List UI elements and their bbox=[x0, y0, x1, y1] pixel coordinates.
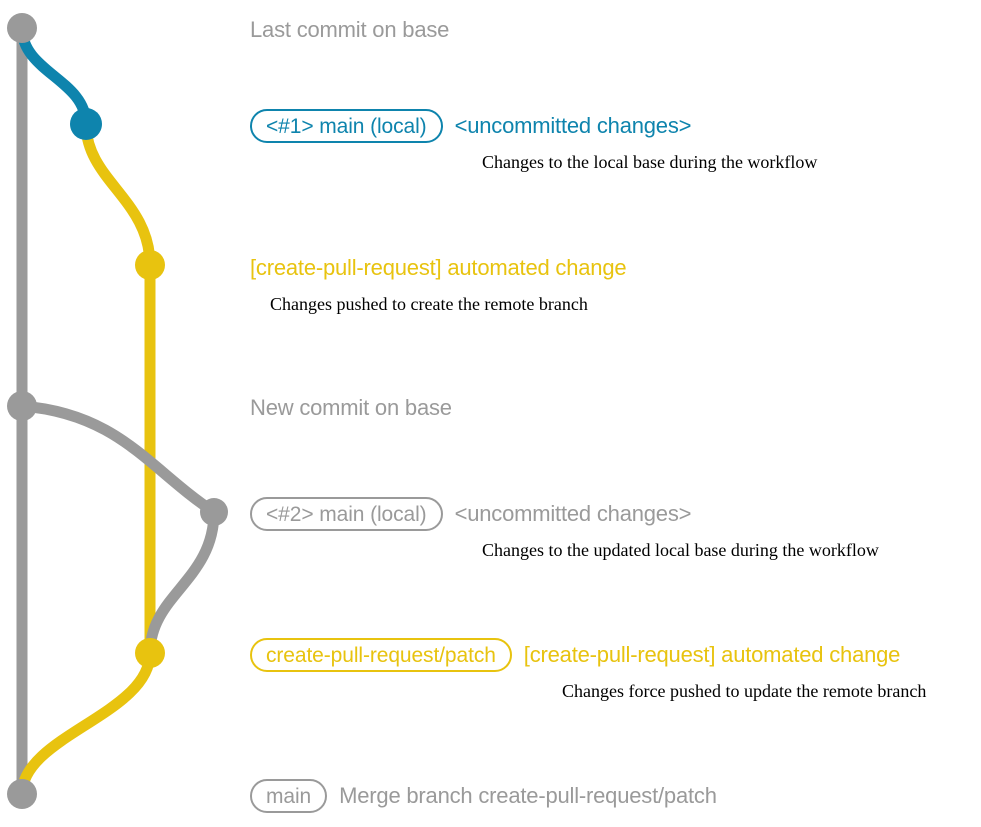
branch-pill-main[interactable]: main bbox=[250, 779, 328, 813]
branch-pill-create-pull-request-patch[interactable]: create-pull-request/patch bbox=[250, 638, 512, 672]
headline: main Merge branch create-pull-request/pa… bbox=[250, 778, 717, 814]
commit-description: Changes force pushed to update the remot… bbox=[562, 681, 927, 701]
headline: [create-pull-request] automated change bbox=[250, 250, 627, 286]
commit-node-local-1[interactable] bbox=[70, 108, 102, 140]
row-new-commit-on-base: New commit on base bbox=[250, 390, 452, 426]
commit-node-base-merge[interactable] bbox=[7, 779, 37, 809]
row-automated-change-create: [create-pull-request] automated change C… bbox=[250, 250, 627, 314]
branch-pill-local-2[interactable]: <#2> main (local) bbox=[250, 497, 443, 531]
commit-title: New commit on base bbox=[250, 395, 452, 420]
commit-node-patch-create[interactable] bbox=[135, 250, 165, 280]
commit-node-base-root[interactable] bbox=[7, 13, 37, 43]
commit-description: Changes pushed to create the remote bran… bbox=[270, 294, 588, 314]
commit-node-local-2[interactable] bbox=[200, 498, 228, 526]
commit-title: [create-pull-request] automated change bbox=[523, 642, 901, 667]
commit-description: Changes to the local base during the wor… bbox=[482, 152, 818, 172]
branch-pill-local-1[interactable]: <#1> main (local) bbox=[250, 109, 443, 143]
commit-title: [create-pull-request] automated change bbox=[250, 255, 627, 280]
headline: <#1> main (local) <uncommitted changes> bbox=[250, 108, 817, 144]
commit-node-base-new-commit[interactable] bbox=[7, 391, 37, 421]
commit-title: <uncommitted changes> bbox=[454, 501, 692, 526]
row-local-uncommitted-changes-1: <#1> main (local) <uncommitted changes> … bbox=[250, 108, 817, 171]
row-last-commit-on-base: Last commit on base bbox=[250, 12, 449, 48]
row-local-uncommitted-changes-2: <#2> main (local) <uncommitted changes> … bbox=[250, 496, 879, 559]
gray-local2-to-patch-line bbox=[144, 506, 220, 659]
row-merge-branch: main Merge branch create-pull-request/pa… bbox=[250, 778, 717, 814]
headline: create-pull-request/patch [create-pull-r… bbox=[250, 637, 926, 673]
headline: <#2> main (local) <uncommitted changes> bbox=[250, 496, 879, 532]
commit-description: Changes to the updated local base during… bbox=[482, 540, 879, 560]
commit-node-patch-force-push[interactable] bbox=[135, 638, 165, 668]
commit-title: Last commit on base bbox=[250, 17, 450, 42]
headline: New commit on base bbox=[250, 390, 452, 426]
yellow-merge-line bbox=[16, 647, 156, 800]
commit-title: Merge branch create-pull-request/patch bbox=[339, 783, 717, 808]
row-automated-change-force-push: create-pull-request/patch [create-pull-r… bbox=[250, 637, 926, 700]
headline: Last commit on base bbox=[250, 12, 449, 48]
gray-rebase-line bbox=[16, 400, 220, 518]
commit-title: <uncommitted changes> bbox=[454, 113, 692, 138]
